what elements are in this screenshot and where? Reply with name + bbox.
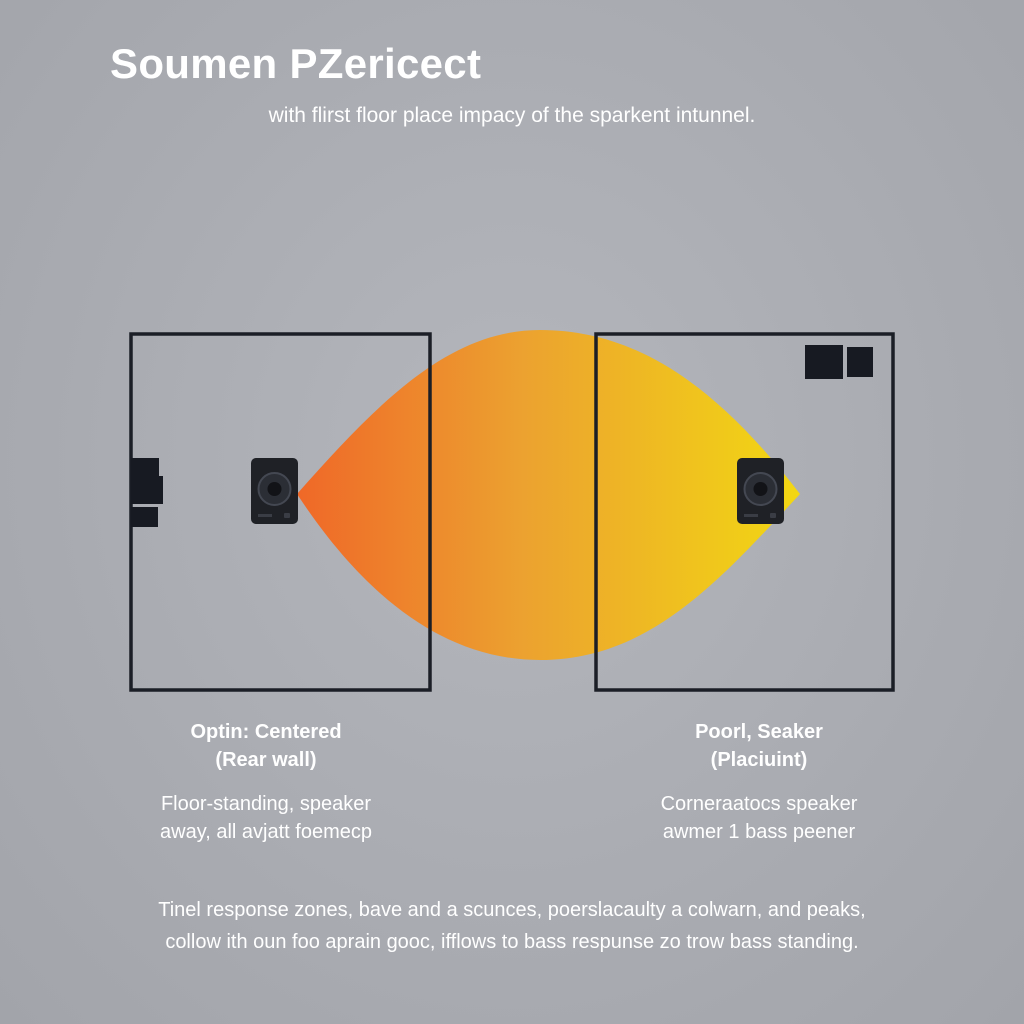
wall-fixture-icon [805,345,873,379]
room-left-description-line: away, all avjatt foemecp [160,821,372,843]
room-left-title: Optin: Centered [190,721,342,743]
page-subtitle: with flirst floor place impacy of the sp… [268,104,756,127]
room-left [129,332,432,692]
room-right-description-line: awmer 1 bass peener [662,821,856,843]
speaker-icon [251,458,298,524]
room-right-outline [594,332,895,692]
page-title: Soumen PZericect [110,40,482,87]
room-left-subtitle: (Rear wall) [215,749,317,771]
room-left-description-line: Floor-standing, speaker [160,793,372,815]
room-right-subtitle: (Placiuint) [710,749,808,771]
footer-line: Tinel response zones, bave and a scunces… [158,899,866,921]
sound-wave-zone [297,330,800,660]
room-right-description-line: Corneraatocs speaker [660,793,858,815]
speaker-icon [737,458,784,524]
footer-line: collow ith oun foo aprain gooc, ifflows … [165,931,859,953]
room-right-title: Poorl, Seaker [695,721,823,743]
room-left-caption: Optin: Centered (Rear wall) Floor-standi… [96,718,436,846]
room-right [594,332,895,692]
room-right-caption: Poorl, Seaker (Placiuint) Corneraatocs s… [589,718,929,846]
wall-fixture-icon [131,458,163,527]
footer-note: Tinel response zones, bave and a scunces… [0,894,1024,958]
